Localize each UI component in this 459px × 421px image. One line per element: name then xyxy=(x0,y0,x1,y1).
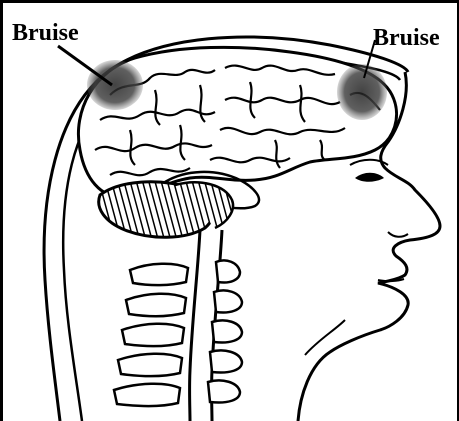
eye xyxy=(355,173,384,182)
bruise-right xyxy=(337,64,387,120)
bruise-label-right: Bruise xyxy=(373,26,440,50)
bruise-label-left: Bruise xyxy=(12,21,79,45)
spinal-cord-left xyxy=(190,230,200,421)
vertebrae xyxy=(114,260,242,406)
bruise-left xyxy=(87,60,143,110)
jaw-line xyxy=(305,320,345,355)
nostril xyxy=(388,232,408,237)
